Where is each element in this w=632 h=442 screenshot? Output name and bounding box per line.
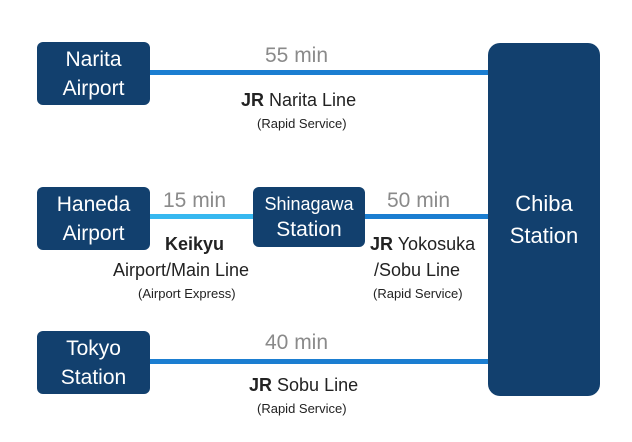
railway-company: Keikyu: [165, 234, 225, 254]
station-name-line1: Haneda: [56, 192, 131, 216]
line-name: Yokosuka: [397, 234, 476, 254]
station-name-line2: Station: [276, 218, 342, 241]
railway-company: JR: [249, 375, 273, 395]
narita-service-type: (Rapid Service): [257, 116, 347, 131]
station-name-line1: Tokyo: [66, 336, 121, 360]
keikyu-travel-time: 15 min: [163, 189, 227, 212]
keikyu-service-type: (Airport Express): [138, 286, 236, 301]
station-name-line1: Narita: [65, 47, 122, 71]
station-name-line2: Station: [509, 222, 579, 248]
narita-line-name: JR Narita Line: [241, 89, 356, 111]
keikyu-line-name: Airport/Main Line: [113, 260, 250, 280]
keikyu-company: Keikyu: [165, 233, 224, 255]
sobu-service-type: (Rapid Service): [257, 401, 347, 416]
narita-line-connector: [150, 70, 490, 75]
yokosuka-service-type: (Rapid Service): [373, 286, 463, 301]
chiba-station-box: Chiba Station: [488, 43, 600, 396]
station-name-line1: Shinagawa: [264, 194, 354, 214]
keikyu-line-connector: [150, 214, 255, 219]
yokosuka-travel-time: 50 min: [387, 189, 451, 212]
station-name-line1: Chiba: [515, 190, 573, 216]
sobu-travel-time: 40 min: [265, 331, 329, 354]
narita-airport-box: Narita Airport: [37, 42, 150, 105]
sobu-line-name: JR Sobu Line: [249, 374, 358, 396]
railway-company: JR: [370, 234, 394, 254]
railway-company: JR: [241, 90, 265, 110]
yokosuka-line-connector: [365, 214, 490, 219]
shinagawa-station-box: Shinagawa Station: [253, 187, 365, 247]
narita-travel-time: 55 min: [265, 44, 329, 67]
station-name-line2: Airport: [62, 221, 125, 245]
station-name-line2: Station: [60, 365, 127, 389]
line-name: Sobu Line: [277, 375, 359, 395]
yokosuka-line-name: JR Yokosuka: [370, 233, 475, 255]
tokyo-station-box: Tokyo Station: [37, 331, 150, 394]
haneda-airport-box: Haneda Airport: [37, 187, 150, 250]
sobu-line-connector: [150, 359, 490, 364]
yokosuka-line-name-cont: /Sobu Line: [374, 260, 461, 280]
station-name-line2: Airport: [62, 76, 125, 100]
line-name: Narita Line: [269, 90, 357, 110]
